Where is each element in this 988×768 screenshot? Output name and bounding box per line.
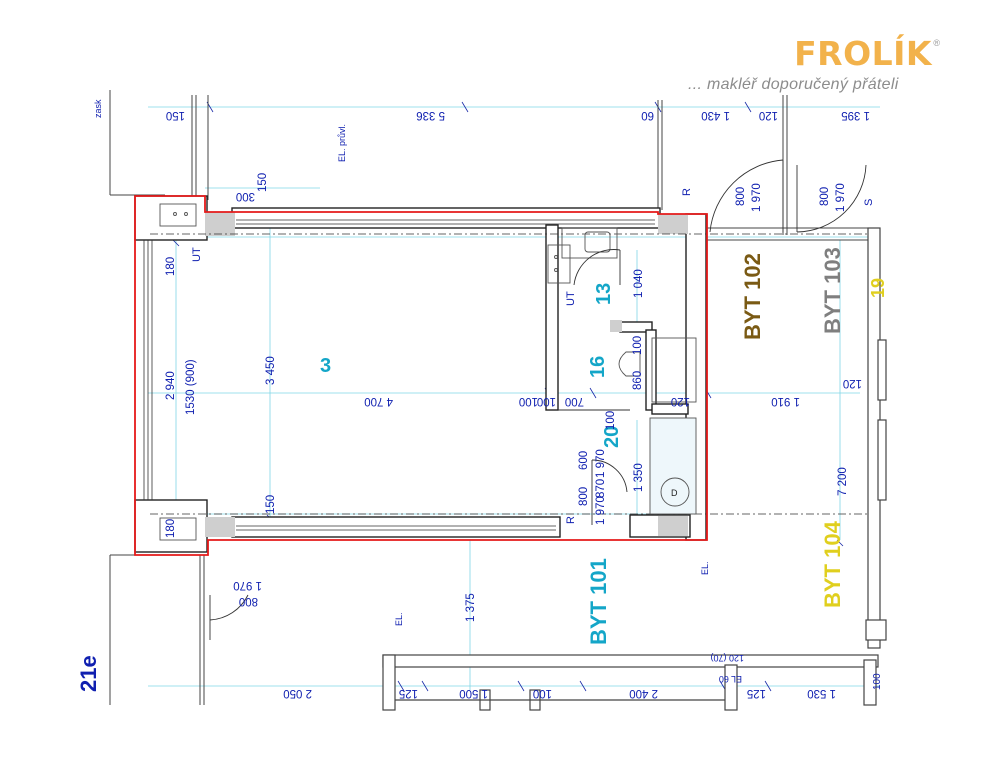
dim-4700: 4 700: [364, 395, 393, 407]
dim-150a: 150: [257, 173, 269, 192]
apartment-boundary: [134, 195, 708, 556]
dim-1350: 1 350: [633, 463, 645, 492]
label-el-2: EL.: [700, 561, 710, 575]
dim-1530: 1530 (900): [185, 359, 197, 415]
logo-brand: FROLÍK: [794, 34, 932, 73]
apartment-walls: [134, 195, 707, 553]
logo-registered-mark: ®: [933, 38, 940, 48]
label-el-1: EL.: [394, 612, 404, 626]
dim-1910: 1 910: [771, 395, 800, 407]
surrounding-structure: [109, 90, 870, 705]
dim-1040: 1 040: [633, 269, 645, 298]
dim-1970a: 1 970: [751, 183, 763, 212]
dim-bottom-125a: 125: [399, 687, 418, 699]
dim-150b: 150: [265, 495, 277, 514]
dim-800c: 800: [578, 487, 590, 506]
dim-120a: 120: [671, 395, 690, 407]
room-number-wc: 16: [587, 356, 609, 378]
dim-180a: 180: [165, 257, 177, 276]
window-strips: [143, 219, 655, 531]
dim-bottom-el60: EL 60: [719, 674, 742, 684]
dim-1970b: 1 970: [835, 183, 847, 212]
dim-1375: 1 375: [465, 593, 477, 622]
label-s: S: [863, 199, 875, 206]
dim-800d: 800: [239, 595, 258, 607]
dim-7200: 7 200: [837, 467, 849, 496]
dashed-axes: [150, 233, 870, 515]
doors: [209, 159, 867, 640]
unit-label-byt104: BYT 104: [820, 520, 845, 608]
room-number-living: 3: [320, 355, 331, 377]
dim-1970c: 1 970: [595, 449, 607, 478]
dim-800b: 800: [819, 187, 831, 206]
fixtures: [159, 203, 697, 541]
unit-label-byt103: BYT 103: [820, 247, 845, 334]
dim-bottom-120-70: 120 (70): [710, 653, 744, 663]
dim-860: 860: [632, 371, 644, 390]
dim-top-1430: 1 430: [701, 109, 730, 121]
neighbor-walls: [382, 227, 887, 711]
room-number-bath: 13: [593, 283, 615, 305]
dim-3450: 3 450: [265, 356, 277, 385]
dim-100c: 100: [632, 336, 644, 355]
unit-label-partial: 19: [868, 278, 888, 298]
unit-label-byt101: BYT 101: [586, 558, 611, 645]
dim-top-150: 150: [166, 109, 185, 121]
dim-top-120: 120: [759, 109, 778, 121]
unit-label-byt102: BYT 102: [740, 253, 765, 340]
label-r-1: R: [681, 188, 693, 196]
dim-700: 700: [565, 395, 584, 407]
room-number-hall: 20: [601, 426, 623, 448]
dim-bottom-1530: 1 530: [807, 687, 836, 699]
sheet-label: 21e: [76, 655, 101, 692]
label-zask: zask: [93, 99, 103, 118]
label-ut-2: UT: [565, 291, 577, 306]
label-ut-1: UT: [191, 247, 203, 262]
dim-top-60: 60: [641, 109, 654, 121]
dim-800a: 800: [735, 187, 747, 206]
dim-bottom-2050: 2 050: [283, 687, 312, 699]
dim-1970d: 1 970: [595, 496, 607, 525]
dim-180b: 180: [165, 519, 177, 538]
dim-100d: 100: [605, 411, 617, 430]
dim-1970e: 1 970: [233, 579, 262, 591]
dim-120b: 120: [843, 377, 862, 389]
dim-top-1395: 1 395: [841, 109, 870, 121]
dim-100a: 100: [519, 395, 538, 407]
dim-100b: 100: [537, 395, 556, 407]
dim-bottom-100v: 100: [872, 673, 883, 690]
dim-2940: 2 940: [165, 371, 177, 400]
dim-870: 870: [595, 479, 607, 498]
logo: FROLÍK ® ... makléř doporučený přáteli: [688, 34, 960, 104]
label-d: D: [671, 488, 678, 498]
dim-bottom-100: 100: [533, 687, 552, 699]
label-r-2: R: [565, 516, 577, 524]
dim-300: 300: [236, 190, 255, 202]
dim-bottom-125b: 125: [747, 687, 766, 699]
dim-bottom-2400: 2 400: [629, 687, 658, 699]
dim-600: 600: [578, 451, 590, 470]
label-el-pruvl: EL. průvl.: [337, 124, 347, 162]
logo-tagline: ... makléř doporučený přáteli: [688, 76, 899, 93]
wall-poche: [205, 212, 688, 537]
dim-bottom-1500: 1 500: [459, 687, 488, 699]
dim-top-5336: 5 336: [416, 109, 445, 121]
